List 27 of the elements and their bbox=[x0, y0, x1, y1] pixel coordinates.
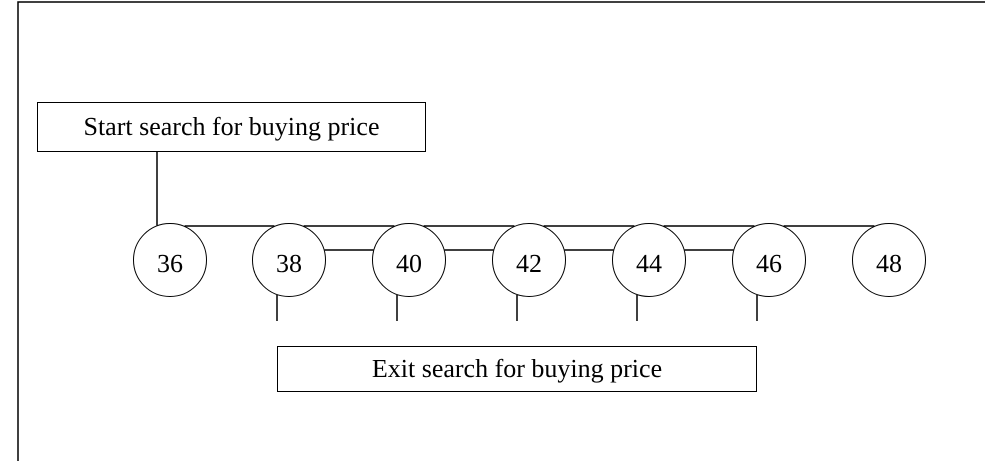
connector-line bbox=[324, 249, 374, 251]
connector-line bbox=[544, 225, 634, 227]
connector-line bbox=[276, 295, 278, 321]
connector-line bbox=[636, 295, 638, 321]
connector-line bbox=[304, 225, 394, 227]
node-label: 44 bbox=[636, 251, 662, 277]
connector-line bbox=[424, 225, 514, 227]
label-box bbox=[277, 346, 757, 392]
node-label: 38 bbox=[276, 251, 302, 277]
node-label: 40 bbox=[396, 251, 422, 277]
node-label: 48 bbox=[876, 251, 902, 277]
connector-line bbox=[156, 152, 158, 226]
connector-line bbox=[664, 225, 754, 227]
connector-line bbox=[444, 249, 494, 251]
connector-line bbox=[564, 249, 614, 251]
node-label: Start search for buying price bbox=[83, 114, 380, 140]
connector-line bbox=[784, 225, 874, 227]
label-box bbox=[37, 102, 426, 152]
connector-line bbox=[684, 249, 734, 251]
connector-line bbox=[396, 295, 398, 321]
node-label: 36 bbox=[157, 251, 183, 277]
node-label: Exit search for buying price bbox=[372, 356, 662, 382]
connector-line bbox=[184, 225, 274, 227]
connector-line bbox=[756, 295, 758, 321]
node-label: 42 bbox=[516, 251, 542, 277]
node-label: 46 bbox=[756, 251, 782, 277]
connector-line bbox=[516, 295, 518, 321]
